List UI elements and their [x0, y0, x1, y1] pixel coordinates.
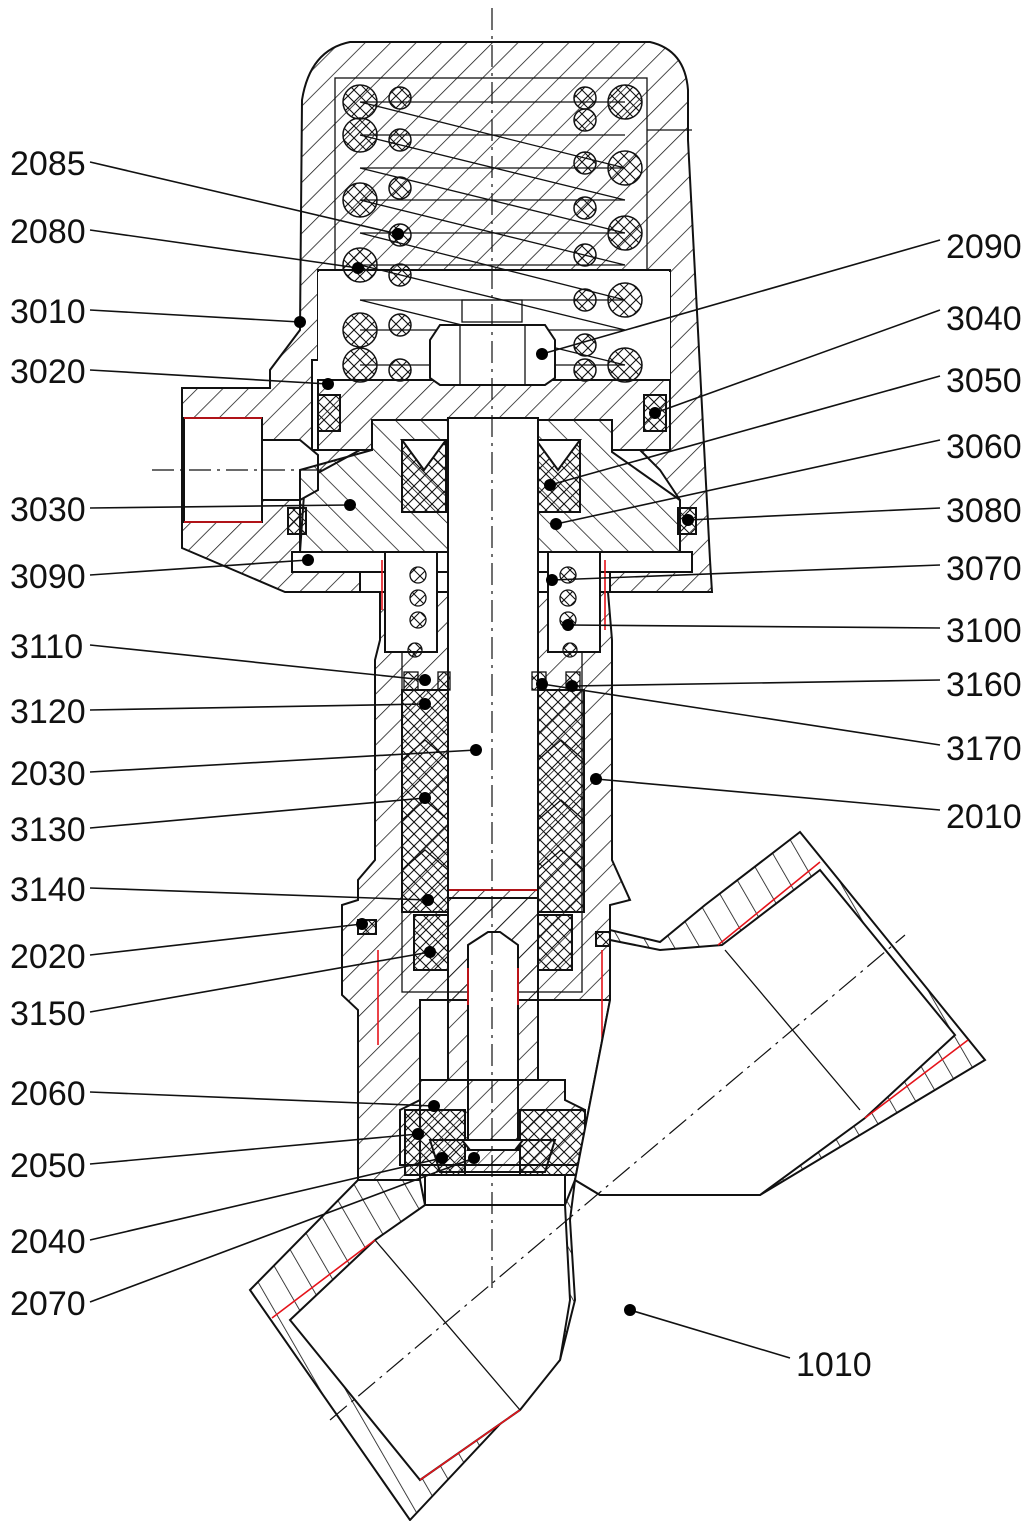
label-3020: 3020: [10, 353, 86, 391]
label-3110: 3110: [10, 628, 83, 666]
label-2070: 2070: [10, 1285, 86, 1323]
label-3080: 3080: [946, 492, 1022, 530]
part-labels: 2085 2080 3010 3020 3030 3090 3110 3120 …: [10, 145, 1022, 1384]
label-2050: 2050: [10, 1147, 86, 1185]
label-3070: 3070: [946, 550, 1022, 588]
neck-section-lines: [357, 919, 611, 1045]
label-3130: 3130: [10, 811, 86, 849]
label-3120: 3120: [10, 693, 86, 731]
stem: [447, 417, 539, 1151]
leader-lines: [89, 161, 941, 1359]
label-3060: 3060: [946, 428, 1022, 466]
label-3140: 3140: [10, 871, 86, 909]
label-3160: 3160: [946, 666, 1022, 704]
label-3050: 3050: [946, 362, 1022, 400]
label-2040: 2040: [10, 1223, 86, 1261]
label-3150: 3150: [10, 995, 86, 1033]
center-lines: [152, 8, 906, 1421]
label-3090: 3090: [10, 558, 86, 596]
label-2080: 2080: [10, 213, 86, 251]
label-2085: 2085: [10, 145, 86, 183]
label-2090: 2090: [946, 228, 1022, 266]
label-3170: 3170: [946, 730, 1022, 768]
upper-packing: [400, 439, 582, 513]
label-3100: 3100: [946, 612, 1022, 650]
label-2030: 2030: [10, 755, 86, 793]
label-1010: 1010: [796, 1346, 872, 1384]
label-2020: 2020: [10, 938, 86, 976]
valve-body: [248, 830, 987, 1521]
label-3030: 3030: [10, 491, 86, 529]
leader-dots: [294, 228, 694, 1316]
label-2010: 2010: [946, 798, 1022, 836]
label-3010: 3010: [10, 293, 86, 331]
label-2060: 2060: [10, 1075, 86, 1113]
label-3040: 3040: [946, 300, 1022, 338]
